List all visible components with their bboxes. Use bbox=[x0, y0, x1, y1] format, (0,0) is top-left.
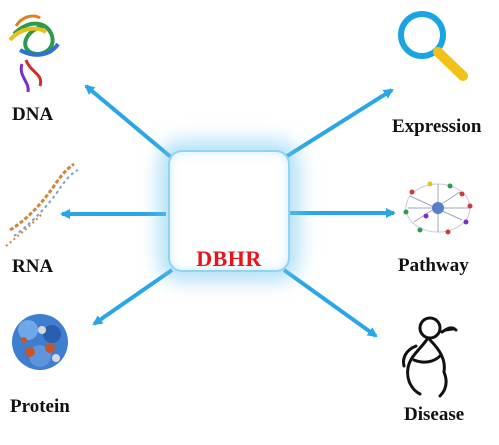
node-label-rna: RNA bbox=[12, 256, 54, 277]
arrow-to-protein bbox=[92, 268, 174, 326]
network-icon bbox=[403, 181, 473, 235]
node-label-pathway: Pathway bbox=[398, 255, 469, 276]
arrow-to-expression bbox=[282, 88, 394, 160]
sick-person-icon bbox=[402, 316, 458, 398]
node-label-expression: Expression bbox=[392, 116, 482, 137]
arrow-to-disease bbox=[282, 268, 378, 338]
rna-strand-icon bbox=[5, 162, 79, 247]
center-node-box bbox=[168, 150, 290, 272]
arrow-to-dna bbox=[84, 84, 174, 160]
node-label-dna: DNA bbox=[12, 104, 54, 125]
node-label-disease: Disease bbox=[404, 404, 465, 425]
magnifier-icon bbox=[398, 11, 468, 81]
protein-surface-icon bbox=[12, 314, 68, 370]
dna-structure-icon bbox=[8, 14, 60, 93]
center-title: DBHR bbox=[196, 246, 262, 271]
node-label-protein: Protein bbox=[10, 396, 70, 417]
